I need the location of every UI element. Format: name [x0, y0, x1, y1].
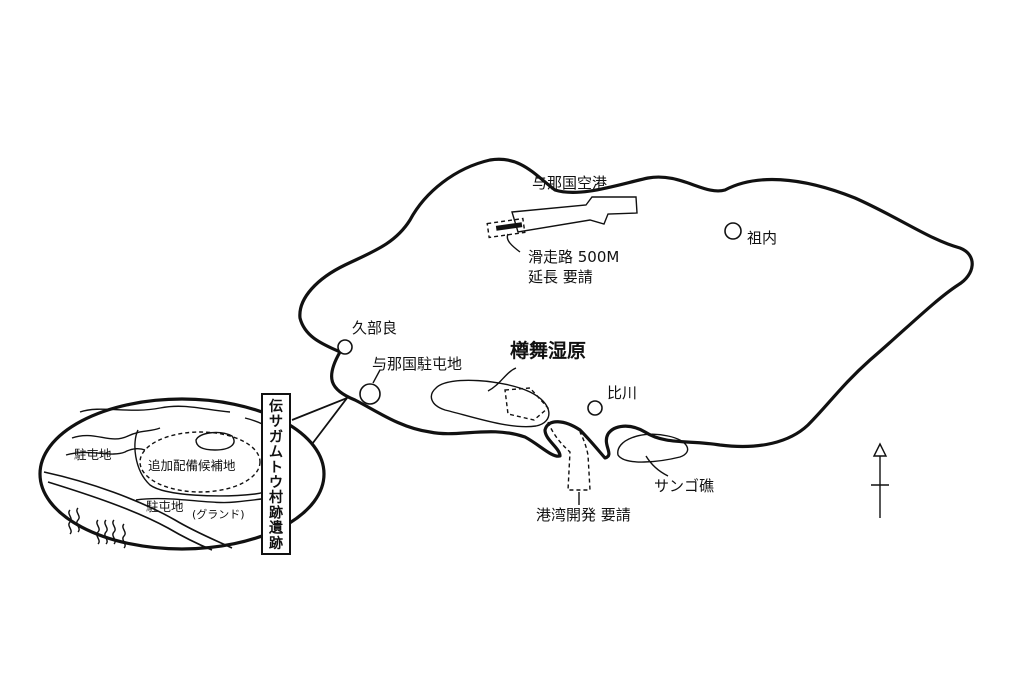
wetland-dashed-zone — [504, 387, 550, 421]
sonai-marker — [724, 222, 742, 240]
runway-label-line2: 延長 要請 — [528, 268, 593, 286]
coral-reef-label: サンゴ礁 — [654, 477, 714, 495]
inset-ground-label: (グランド) — [192, 507, 245, 521]
coral-reef-area — [617, 433, 689, 463]
ruins-label: 伝サガムトウ村跡遺跡 — [269, 398, 284, 552]
airport-terminal — [511, 196, 638, 233]
north-arrow-icon — [871, 442, 889, 518]
garrison-label: 与那国駐屯地 — [372, 355, 462, 373]
runway-black-bar — [495, 222, 523, 231]
port-development-area — [547, 421, 591, 491]
garrison-leader — [372, 369, 381, 384]
kubura-label: 久部良 — [352, 319, 397, 337]
coral-reef-leader — [645, 455, 669, 477]
inset-camp-bottom-label: 駐屯地 — [146, 499, 184, 514]
sonai-label: 祖内 — [747, 229, 777, 247]
island-coastline — [298, 157, 974, 460]
runway-extension-area — [486, 217, 526, 239]
runway-leader — [506, 233, 521, 253]
kubura-marker — [337, 339, 353, 355]
inset-candidate-label: 追加配備候補地 — [148, 458, 236, 473]
airport-label: 与那国空港 — [532, 174, 607, 192]
wetland-leader — [487, 367, 517, 392]
port-label: 港湾開発 要請 — [536, 506, 631, 524]
runway-label-line1: 滑走路 500M — [528, 248, 619, 266]
higawa-label: 比川 — [607, 384, 637, 402]
inset-oval — [38, 397, 326, 551]
wetland-label: 樽舞湿原 — [510, 339, 586, 362]
inset-camp-left-label: 駐屯地 — [74, 447, 112, 462]
garrison-marker — [359, 383, 381, 405]
higawa-marker — [587, 400, 603, 416]
ruins-label-box — [261, 393, 291, 555]
wetland-area — [430, 379, 550, 428]
